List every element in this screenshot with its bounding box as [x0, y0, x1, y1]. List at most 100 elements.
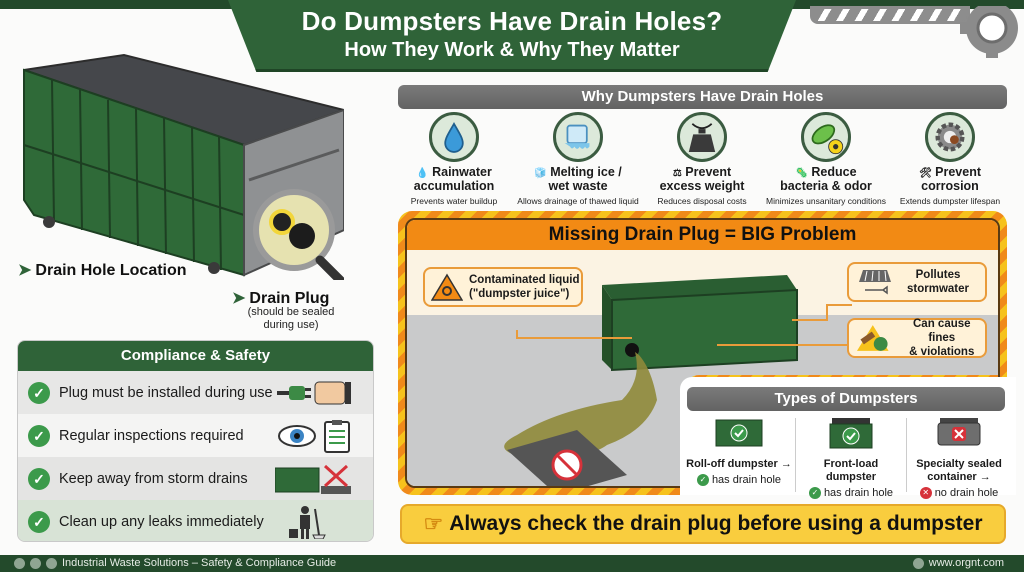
why-item-desc: Allows drainage of thawed liquid — [517, 196, 639, 206]
why-item-title: Prevent — [685, 165, 732, 179]
title-banner: Do Dumpsters Have Drain Holes? How They … — [228, 0, 796, 72]
callout-line1: Pollutes — [915, 269, 961, 281]
divider — [906, 418, 907, 492]
why-item-desc: Minimizes unsanitary conditions — [766, 196, 886, 206]
type-name-line2: container → — [927, 471, 991, 483]
ice-cube-icon: 🧊 — [534, 168, 547, 179]
types-header: Types of Dumpsters — [687, 387, 1005, 411]
page-title: Do Dumpsters Have Drain Holes? — [301, 6, 723, 36]
x-circle-icon: ✕ — [919, 487, 932, 499]
gavel-money-icon — [856, 325, 889, 351]
biohazard-icon — [431, 273, 463, 301]
type-status: has drain hole — [823, 487, 894, 499]
arrow-right-icon: ➤ — [232, 290, 246, 307]
why-item-title: Melting ice / — [550, 165, 622, 179]
compliance-item: ✓ Clean up any leaks immediately — [18, 500, 373, 541]
compliance-item-label: Plug must be installed during use — [59, 384, 273, 401]
hazard-stripe-decoration — [810, 6, 970, 24]
leaking-dumpster-illustration — [504, 275, 857, 486]
globe-icon — [912, 558, 924, 569]
footer-right: www.orgnt.com — [912, 555, 1004, 572]
cta-banner: ☞ Always check the drain plug before usi… — [400, 504, 1006, 544]
drain-plug-note: (should be sealed during use) — [246, 306, 336, 332]
check-circle-icon: ✓ — [28, 424, 50, 447]
type-status: no drain hole — [934, 487, 999, 499]
type-front-load: Front-load dumpster ✓has drain hole — [798, 416, 904, 499]
sealed-container-icon — [937, 418, 981, 446]
arrow-right-icon: ➤ — [18, 262, 32, 279]
janitor-mop-icon — [289, 506, 326, 539]
why-item-melting-ice: 🧊 Melting ice /wet waste Allows drainage… — [515, 112, 641, 206]
callout-line2: ("dumpster juice") — [469, 288, 570, 300]
why-item-title-line2: corrosion — [921, 179, 979, 193]
callout-line2: stormwater — [907, 283, 969, 295]
why-item-desc: Prevents water buildup — [410, 196, 498, 206]
callout-line2: & violations — [909, 346, 975, 358]
why-item-desc: Reduces disposal costs — [657, 196, 747, 206]
why-item-title: Reduce — [811, 165, 857, 179]
front-load-dumpster-icon — [829, 418, 873, 449]
drain-plug-text: Drain Plug — [249, 290, 330, 307]
water-drop-icon — [429, 112, 479, 162]
storm-drain-fish-icon — [859, 270, 891, 295]
water-icon — [30, 558, 41, 569]
info-icon — [46, 558, 57, 569]
footer: Industrial Waste Solutions – Safety & Co… — [0, 555, 1024, 572]
callout-line1: Can cause fines — [913, 318, 971, 344]
scale-icon: ⚖ — [672, 168, 682, 179]
recycle-icon — [14, 558, 25, 569]
divider — [795, 418, 796, 492]
why-item-title-line2: bacteria & odor — [780, 179, 872, 193]
problem-title: Missing Drain Plug = BIG Problem — [407, 220, 998, 250]
bacteria-icon: 🦠 — [795, 168, 808, 179]
compliance-item: ✓ Keep away from storm drains — [18, 457, 373, 500]
compliance-item-label: Regular inspections required — [59, 427, 244, 444]
gear-rust-icon — [925, 112, 975, 162]
why-item-title: Rainwater — [432, 165, 492, 179]
eye-clipboard-icon — [278, 420, 350, 453]
bacteria-icon — [801, 112, 851, 162]
type-roll-off: Roll-off dumpster → ✓has drain hole — [686, 416, 792, 486]
why-item-desc: Extends dumpster lifespan — [899, 196, 1001, 206]
pollutes-stormwater-callout: Pollutes stormwater — [847, 262, 987, 302]
drain-plug-label: ➤Drain Plug — [232, 288, 329, 308]
why-section-header: Why Dumpsters Have Drain Holes — [398, 85, 1007, 109]
cta-text: Always check the drain plug before using… — [449, 512, 983, 535]
compliance-item-label: Clean up any leaks immediately — [59, 513, 264, 530]
drain-hole-text: Drain Hole Location — [35, 262, 187, 279]
callout-line1: Contaminated liquid — [469, 274, 580, 286]
footer-left: Industrial Waste Solutions – Safety & Co… — [14, 555, 336, 572]
gear-icon — [960, 6, 1018, 58]
why-item-title-line2: excess weight — [659, 179, 745, 193]
type-name: Specialty sealed — [916, 458, 1002, 470]
why-item-title-line2: accumulation — [413, 179, 495, 193]
drain-plug-note-line1: (should be sealed — [247, 306, 335, 318]
dumpster-no-drain-icon — [275, 464, 351, 494]
type-name: Roll-off dumpster → — [686, 458, 792, 470]
ice-cube-icon — [553, 112, 603, 162]
why-item-title-line2: wet waste — [548, 179, 608, 193]
compliance-item-label: Keep away from storm drains — [59, 470, 248, 487]
drain-plug-note-line2: during use) — [263, 319, 319, 331]
check-circle-icon: ✓ — [808, 487, 821, 499]
footer-website-link[interactable]: www.orgnt.com — [928, 557, 1004, 569]
check-circle-icon: ✓ — [28, 510, 50, 533]
roll-off-dumpster-icon — [715, 419, 763, 447]
footer-text: Industrial Waste Solutions – Safety & Co… — [62, 557, 337, 569]
check-circle-icon: ✓ — [28, 467, 50, 490]
type-name: Front-load dumpster — [823, 458, 879, 483]
fines-violations-callout: Can cause fines & violations — [847, 318, 987, 358]
water-drop-icon: 💧 — [416, 168, 429, 179]
compliance-item: ✓ Regular inspections required — [18, 414, 373, 457]
roll-off-dumpster-illustration — [23, 53, 344, 280]
compliance-safety-panel: Compliance & Safety ✓ Plug must be insta… — [17, 340, 374, 542]
contaminated-liquid-callout: Contaminated liquid ("dumpster juice") — [423, 267, 583, 307]
type-status: has drain hole — [711, 474, 782, 486]
weight-icon — [677, 112, 727, 162]
plug-hand-icon — [277, 381, 351, 405]
pointing-hand-icon: ☞ — [423, 511, 444, 536]
